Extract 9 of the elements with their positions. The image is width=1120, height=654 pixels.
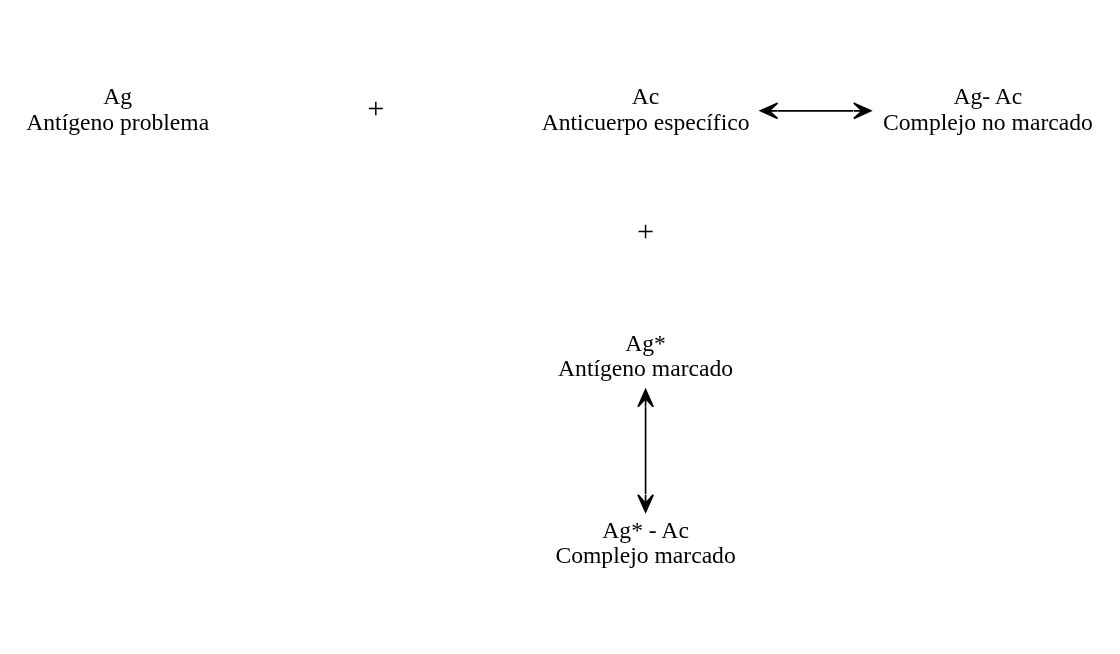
node-text: Ag- Ac Complejo no marcado xyxy=(883,82,1093,135)
node-text: Ag* - Ac Complejo marcado xyxy=(555,516,736,568)
label: + xyxy=(637,213,655,248)
arrow xyxy=(637,388,655,513)
label: + xyxy=(367,90,385,125)
node-text: Ac Anticuerpo específico xyxy=(541,82,750,135)
arrow xyxy=(759,101,872,119)
node-text: Ag* Antígeno marcado xyxy=(558,329,734,381)
node-text: Ag Antígeno problema xyxy=(26,82,210,135)
